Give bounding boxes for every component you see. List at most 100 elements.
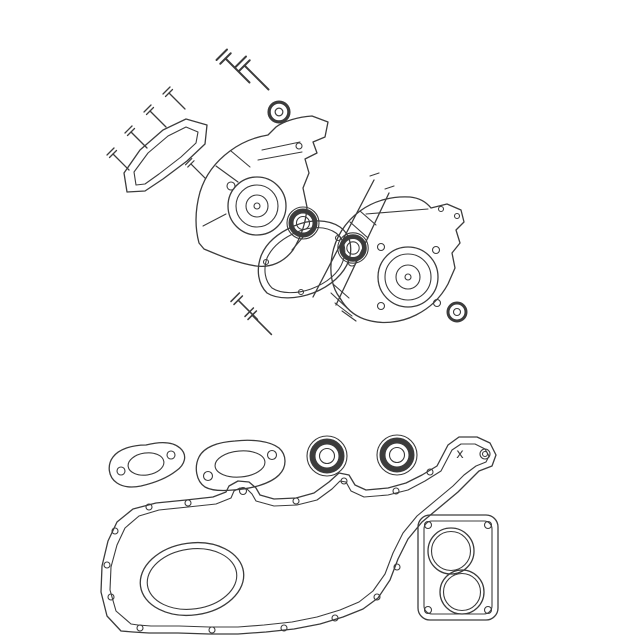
center-gasket — [257, 220, 352, 299]
long-screws-part — [384, 185, 395, 190]
screw-icon — [143, 104, 167, 128]
screw-icon — [162, 86, 186, 110]
large-crankcase-gasket-part — [139, 541, 245, 617]
oil-seal-small-icon — [446, 301, 468, 323]
crankcase-half-left — [195, 115, 329, 268]
large-crankcase-gasket-part — [100, 436, 497, 635]
crankcase-half-right-part — [404, 273, 412, 281]
long-screws — [312, 172, 395, 306]
large-crankcase-gasket: x — [100, 436, 497, 635]
screw-icon — [244, 307, 273, 336]
rib-hatching — [330, 283, 357, 322]
intake-gasket — [195, 439, 286, 492]
muffler-gasket-part — [127, 452, 165, 476]
muffler-gasket — [108, 442, 186, 488]
bolt-hole — [145, 503, 153, 511]
bolt-hole — [483, 520, 493, 530]
bolt-hole — [393, 563, 401, 571]
bolt-hole — [166, 450, 176, 460]
crankcase-half-left-part — [235, 184, 279, 228]
rib-hatching-part — [332, 283, 350, 299]
large-crankcase-gasket-part — [109, 443, 490, 628]
bracket-hole — [479, 448, 491, 460]
crankcase-gasket-top-part — [123, 118, 208, 193]
bolt-hole — [262, 258, 270, 266]
screw-icon — [124, 125, 148, 149]
crankcase-half-right-part — [377, 246, 439, 308]
bolt-hole — [295, 142, 303, 150]
bolt-hole — [426, 468, 434, 476]
crankcase-gasket-top-part — [133, 126, 199, 186]
detail-line — [261, 141, 301, 151]
seal-ring-icon — [377, 435, 417, 475]
crankcase-half-left-part — [245, 194, 269, 218]
crankcase-gasket-top — [123, 118, 208, 193]
bolt-hole — [184, 499, 192, 507]
large-crankcase-gasket-part — [146, 548, 238, 610]
flange-hole — [437, 205, 445, 213]
muffler-gasket-part — [108, 442, 186, 488]
cylinder-base-gasket-part — [427, 527, 475, 575]
cylinder-base-gasket-part — [430, 530, 472, 572]
screw-icon — [184, 157, 206, 179]
long-screws-part — [335, 192, 390, 306]
bolt-hole — [136, 624, 144, 632]
detail-line — [365, 208, 429, 215]
bolt-hole — [340, 477, 348, 485]
bolt-hole — [280, 624, 288, 632]
rib-hatching-part — [341, 310, 357, 322]
detail-line — [291, 235, 305, 251]
rib-hatching-part — [330, 292, 348, 309]
bolt-hole — [116, 466, 126, 476]
bolt-hole — [266, 449, 278, 461]
detail-line — [202, 213, 227, 227]
bolt-hole — [373, 593, 381, 601]
bolt-hole — [208, 626, 216, 634]
crankcase-half-right — [330, 196, 465, 324]
bolt-hole — [483, 605, 493, 615]
screw-icon — [106, 147, 130, 171]
detail-line — [257, 151, 303, 161]
center-gasket-part — [257, 220, 352, 299]
bolt-hole — [431, 245, 441, 255]
crankcase-half-right-part — [330, 196, 465, 324]
bolt-hole — [331, 614, 339, 622]
bolt-hole — [111, 527, 119, 535]
boss-hole — [347, 257, 357, 267]
cylinder-base-gasket-part — [442, 572, 482, 612]
long-screws-part — [312, 179, 375, 298]
bolt-hole — [376, 301, 386, 311]
detail-line — [359, 210, 377, 226]
center-gasket-part — [264, 227, 346, 294]
intake-gasket-part — [214, 450, 266, 478]
bolt-hole — [432, 298, 442, 308]
bolt-hole — [238, 486, 248, 496]
crankcase-half-right-part — [384, 253, 432, 301]
bolt-hole — [376, 242, 386, 252]
intake-gasket-part — [195, 439, 286, 492]
exploded-assembly — [106, 48, 468, 336]
rib-hatching-part — [334, 302, 353, 317]
detail-line — [349, 221, 369, 239]
bolt-hole — [107, 593, 115, 601]
boss-hole — [226, 181, 236, 191]
cylinder-base-gasket-part — [417, 514, 499, 621]
cylinder-base-gasket — [417, 514, 499, 621]
x-mark: x — [456, 447, 464, 462]
bolt-hole — [423, 520, 433, 530]
flange-hole — [453, 212, 461, 220]
bracket-hole — [481, 450, 489, 458]
bolt-hole — [392, 487, 400, 495]
cylinder-base-gasket-part — [439, 569, 485, 615]
long-screws-part — [369, 172, 380, 177]
bolt-hole — [297, 288, 305, 296]
bolt-hole — [292, 497, 300, 505]
bolt-hole — [103, 561, 111, 569]
seal-ring-icon — [307, 436, 347, 476]
oil-seal-small-icon — [267, 100, 291, 124]
crankcase-half-right-part — [395, 264, 421, 290]
crankcase-half-left-part — [253, 202, 261, 210]
detail-line — [230, 150, 251, 168]
